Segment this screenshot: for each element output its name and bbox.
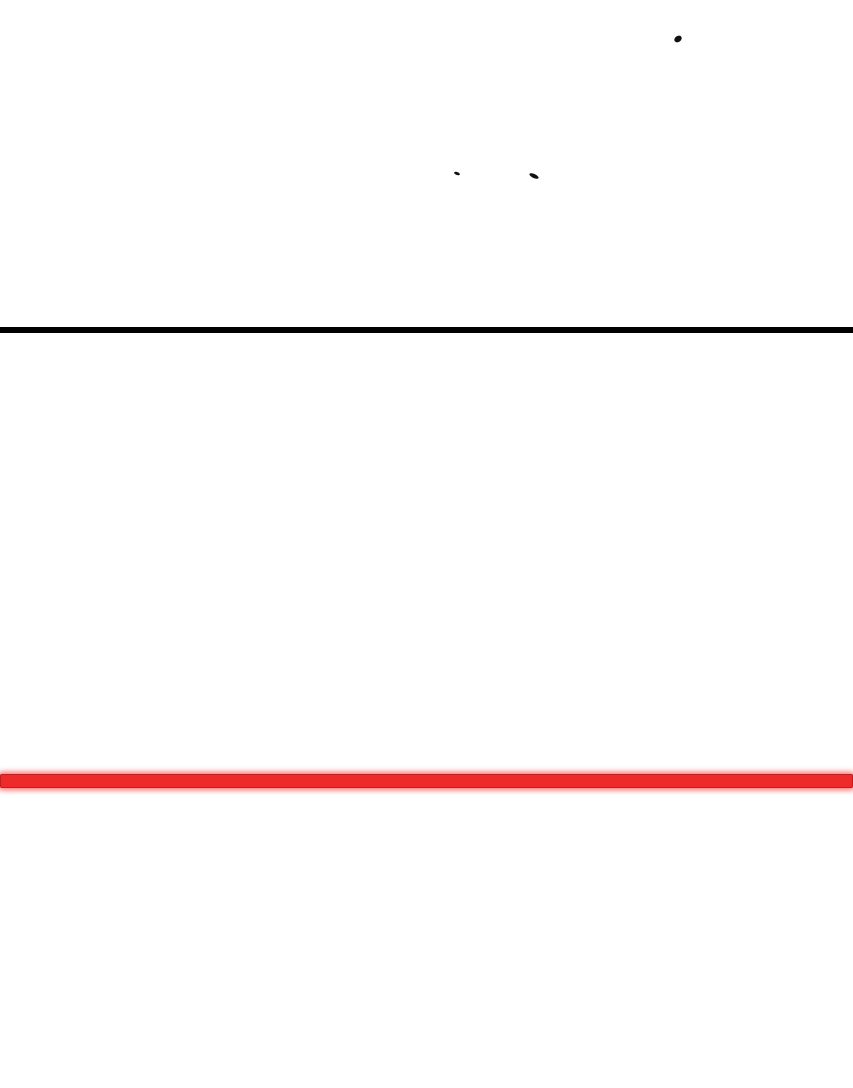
speck-mark-mid-right [528, 172, 540, 180]
horizontal-black-line [0, 327, 853, 333]
speck-mark-top-right [673, 34, 683, 44]
speck-mark-mid-left [453, 171, 461, 176]
horizontal-red-line [0, 774, 853, 788]
